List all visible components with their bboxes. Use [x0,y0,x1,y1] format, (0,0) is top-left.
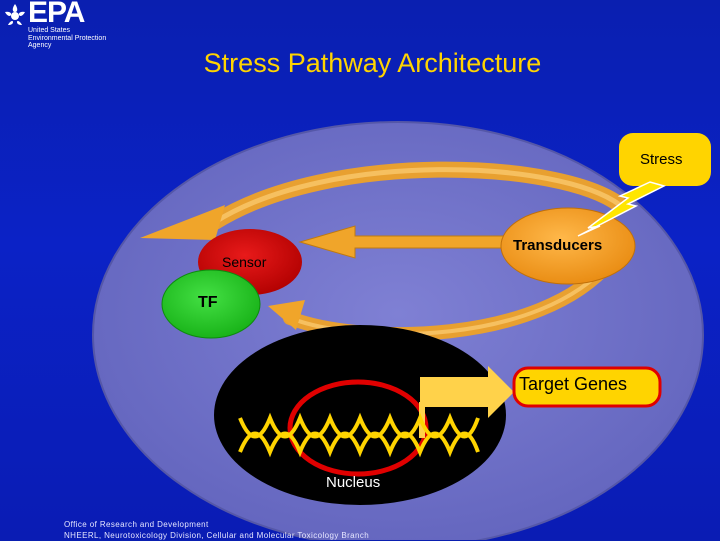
transducers-label: Transducers [513,237,603,254]
stress-box [619,133,711,186]
cycle-arrowhead-left [140,205,225,240]
agency-line-2: Environmental Protection [28,34,107,42]
transducer-to-sensor-arrow [298,225,516,259]
target-genes-label: Target Genes [519,374,628,394]
gene-arrow [420,366,514,418]
agency-line-3: Agency [28,42,52,49]
agency-line-1: United States [28,27,71,34]
footer-line-1: Office of Research and Development [64,520,209,529]
footer-line-2: NHEERL, Neurotoxicology Division, Cellul… [64,531,370,540]
sensor-label: Sensor [222,254,267,270]
epa-wordmark: EPA [28,0,85,29]
transducers-node [500,207,636,285]
epa-logo: EPA United States Environmental Protecti… [2,0,114,50]
lightning-bolt-icon [577,181,667,237]
tf-label: TF [198,294,218,311]
target-genes-box [512,366,662,408]
tf-node [161,269,261,339]
footer: Office of Research and Development NHEER… [64,519,369,541]
epa-flower-icon [5,4,25,25]
dna-helix [238,412,480,458]
cycle-arrowhead-bottom [268,300,305,330]
epa-agency-name: United States Environmental Protection A… [28,27,118,50]
slide-title: Stress Pathway Architecture [203,48,542,78]
stress-label: Stress [640,151,683,168]
nucleus-label: Nucleus [326,474,381,491]
